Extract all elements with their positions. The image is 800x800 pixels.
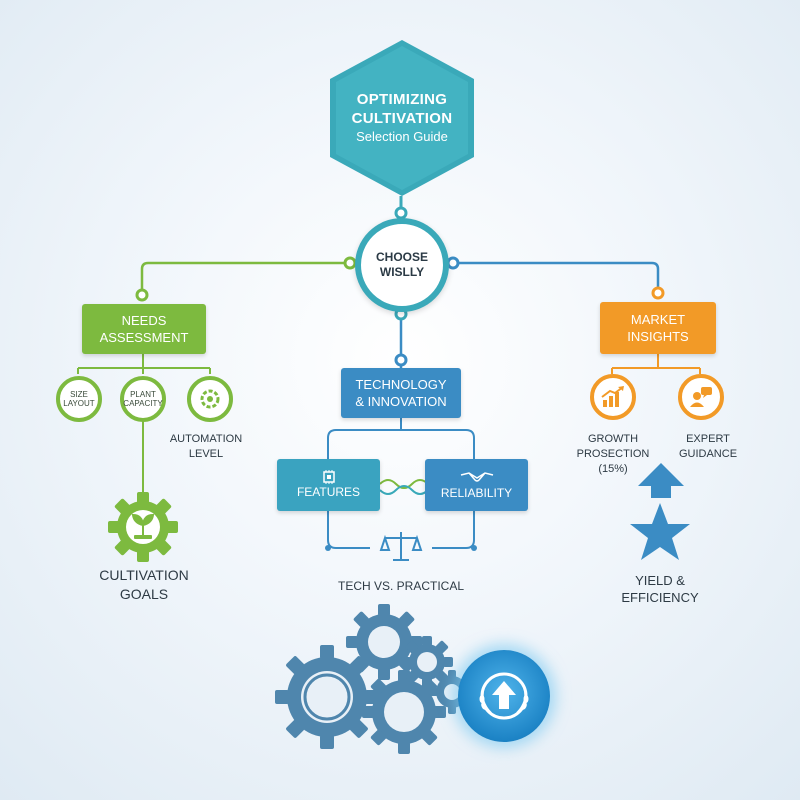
up-arrow-icon xyxy=(638,463,684,498)
growth-line-2: (15%) xyxy=(598,463,628,475)
title-line-2: CULTIVATION xyxy=(351,110,453,127)
technology-title-line-2: & INNOVATION xyxy=(355,394,447,409)
up-arrow-icon xyxy=(492,681,516,709)
gear-cluster xyxy=(275,604,468,754)
automation-line-1: AUTOMATION xyxy=(169,433,243,445)
tech-vs-practical-label: TECH VS. PRACTICAL xyxy=(337,579,465,593)
size-layout-line-2: LAYOUT xyxy=(63,399,95,408)
expert-icon xyxy=(690,387,712,407)
cultivation-goals-line-2: GOALS xyxy=(119,586,169,602)
handshake-icon xyxy=(460,471,493,482)
expert-label: EXPERT GUIDANCE xyxy=(670,432,746,462)
cultivation-goals-line-1: CULTIVATION xyxy=(99,567,189,583)
star-icon xyxy=(630,503,690,560)
title-hexagon: OPTIMIZING CULTIVATION Selection Guide xyxy=(330,40,474,196)
market-insights-box: MARKET INSIGHTS xyxy=(600,302,716,354)
growth-label: GROWTH PROSECTION (15%) xyxy=(560,432,666,477)
choose-wisely-node: CHOOSE WISLLY xyxy=(355,218,449,312)
growth-circle xyxy=(590,374,636,420)
features-label: FEATURES xyxy=(296,484,361,499)
scales-icon xyxy=(379,532,423,561)
cultivation-goals-label: CULTIVATION GOALS xyxy=(82,566,206,604)
choose-wisely-label: CHOOSE WISLLY xyxy=(375,250,428,279)
expert-circle xyxy=(678,374,724,420)
needs-title-line-2: ASSESSMENT xyxy=(99,330,189,345)
plant-capacity-line-1: PLANT xyxy=(130,390,156,399)
yield-line-2: EFFICIENCY xyxy=(621,590,699,605)
features-box: FEATURES xyxy=(277,459,380,511)
expert-line-1: EXPERT xyxy=(686,433,730,445)
connector-node xyxy=(394,206,408,220)
technology-title-line-1: TECHNOLOGY xyxy=(355,377,447,392)
automation-circle xyxy=(187,376,233,422)
technology-box: TECHNOLOGY & INNOVATION xyxy=(341,368,461,418)
growth-line-1: GROWTH PROSECTION xyxy=(576,433,650,460)
automation-label: AUTOMATION LEVEL xyxy=(160,432,252,462)
reliability-box: RELIABILITY xyxy=(425,459,528,511)
automation-icon xyxy=(200,389,220,409)
needs-assessment-box: NEEDS ASSESSMENT xyxy=(82,304,206,354)
size-layout-circle: SIZE LAYOUT xyxy=(56,376,102,422)
gear-icon xyxy=(108,492,178,562)
growth-badge xyxy=(458,650,550,742)
expert-line-2: GUIDANCE xyxy=(678,448,738,460)
growth-chart-icon xyxy=(601,386,624,407)
chip-icon xyxy=(322,469,335,484)
needs-title-line-1: NEEDS xyxy=(121,313,167,328)
hexagon-inner xyxy=(336,46,468,190)
plant-capacity-circle: PLANT CAPACITY xyxy=(120,376,166,422)
yield-line-1: YIELD & xyxy=(635,573,685,588)
reliability-label: RELIABILITY xyxy=(440,485,513,500)
plant-capacity-line-2: CAPACITY xyxy=(123,399,163,408)
title-subtitle: Selection Guide xyxy=(356,129,448,144)
size-layout-line-1: SIZE xyxy=(70,390,88,399)
market-title-line-2: INSIGHTS xyxy=(627,329,689,344)
yield-efficiency-label: YIELD & EFFICIENCY xyxy=(600,572,720,606)
laurel-icon xyxy=(479,672,529,720)
market-title-line-1: MARKET xyxy=(630,312,686,327)
automation-line-2: LEVEL xyxy=(188,448,224,460)
title-line-1: OPTIMIZING xyxy=(356,91,448,108)
